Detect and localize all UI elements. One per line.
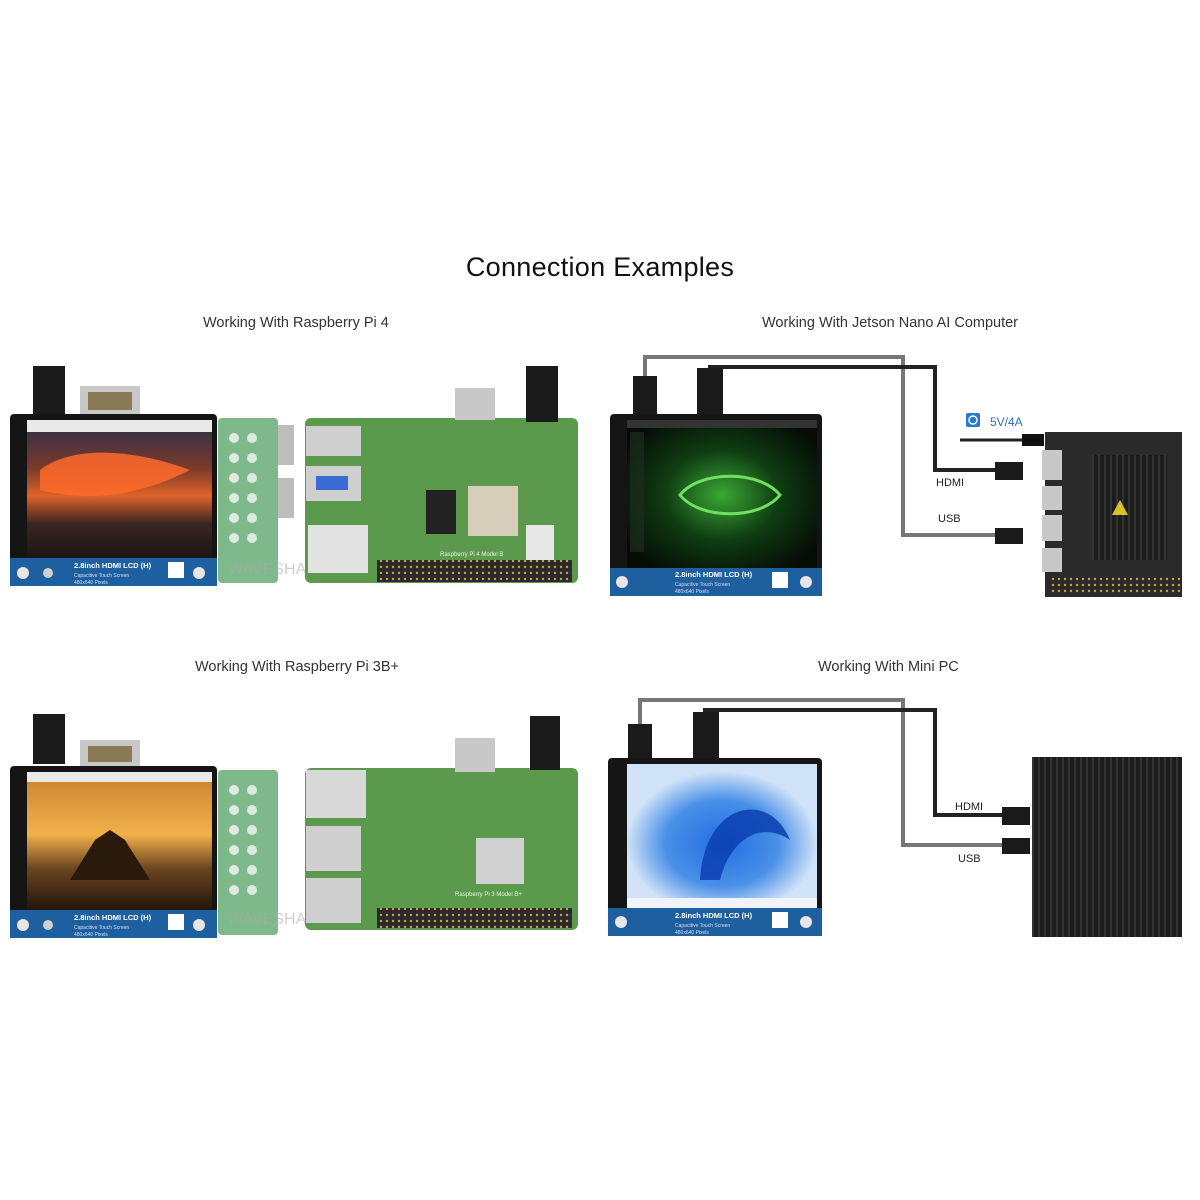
panel-line1: 2.8inch HDMI LCD (H) [74,561,152,570]
panel-line2: Capacitive Touch Screen [675,923,730,929]
lcd-screen [627,420,817,570]
usb-port [306,878,361,923]
jetson-heatsink [1092,455,1167,560]
page-title: Connection Examples [465,252,735,282]
jetson-logo-icon [1112,500,1128,515]
panel-line3: 480x640 Pixels [675,589,709,595]
caption-jetson: Working With Jetson Nano AI Computer [762,315,1019,331]
hdmi-port [455,738,495,772]
power-connector [530,716,560,770]
usb-cable [643,355,1000,537]
ethernet-port [306,770,366,818]
panel-line3: 480x640 Pixels [74,580,108,586]
panel-line2: Capacitive Touch Screen [74,573,129,579]
panel-line1: 2.8inch HDMI LCD (H) [74,913,152,922]
minipc-group: 2.8inch HDMI LCD (H) Capacitive Touch Sc… [608,698,1182,937]
pi4-silkscreen: Raspberry Pi 4 Model B [440,552,503,558]
hdmi-label: HDMI [936,477,964,489]
waveshare-logo-icon [168,562,184,578]
waveshare-logo-icon [772,572,788,588]
usb-label: USB [958,853,981,865]
panel-line1: 2.8inch HDMI LCD (H) [675,911,753,920]
panel-line1: 2.8inch HDMI LCD (H) [675,570,753,579]
caption-minipc: Working With Mini PC [818,659,959,675]
usb-connector [33,366,65,416]
hdmi-label: HDMI [955,801,983,813]
rpi3-lcd-group: 2.8inch HDMI LCD (H) Capacitive Touch Sc… [10,714,578,938]
usb-connector [33,714,65,764]
micro-hdmi [455,388,495,420]
soc-chip [476,838,524,884]
gpio-header [377,908,572,928]
caption-rpi4: Working With Raspberry Pi 4 [203,315,389,331]
hdmi-cable [703,708,1010,817]
caption-rpi3: Working With Raspberry Pi 3B+ [195,659,400,675]
power-connector [526,366,558,422]
waveshare-logo-icon [168,914,184,930]
panel-line2: Capacitive Touch Screen [675,582,730,588]
panel-line3: 480x640 Pixels [74,932,108,938]
panel-line2: Capacitive Touch Screen [74,925,129,931]
power-label: 5V/4A [990,415,1023,429]
usb-cable [638,698,1010,847]
watermark: WAVESHARE [228,911,328,928]
power-icon [966,413,980,427]
usb-port [306,826,361,871]
minipc-case [1032,757,1182,937]
soc-chip [468,486,518,536]
waveshare-logo-icon [772,912,788,928]
panel-line3: 480x640 Pixels [675,930,709,936]
ethernet-port [308,525,368,573]
usb-label: USB [938,513,961,525]
jetson-group: 2.8inch HDMI LCD (H) Capacitive Touch Sc… [610,355,1182,597]
usb-port [306,426,361,456]
rpi4-lcd-group: 2.8inch HDMI LCD (H) Capacitive Touch Sc… [10,366,578,586]
watermark: WAVESHARE [228,561,328,578]
gpio-header [377,560,572,582]
rpi3-board [305,768,578,930]
pi3-silkscreen: Raspberry Pi 3 Model B+ [455,892,522,898]
